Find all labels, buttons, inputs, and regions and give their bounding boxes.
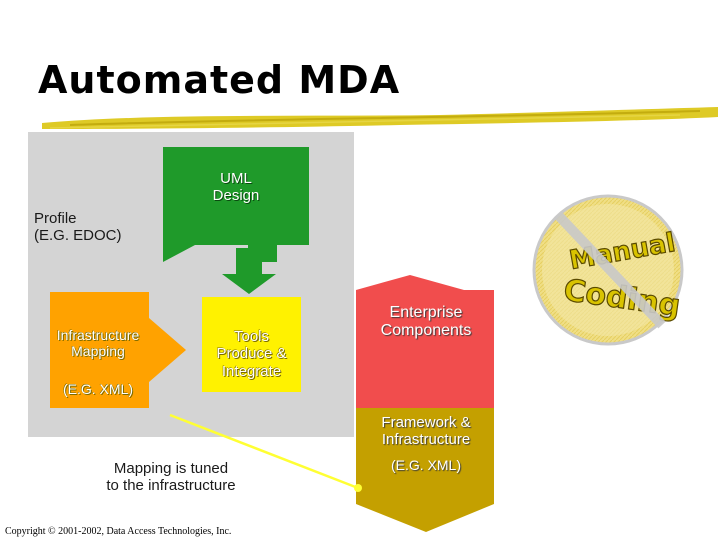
- enterprise-components-label: Enterprise Components: [380, 304, 472, 340]
- infrastructure-mapping-arrow: [50, 292, 186, 408]
- tools-label: Tools Produce & Integrate: [216, 328, 287, 380]
- enterprise-components-arrow: [356, 275, 494, 410]
- profile-label: Profile (E.G. EDOC): [34, 210, 122, 245]
- framework-label: Framework & Infrastructure: [381, 414, 471, 449]
- uml-down-arrow: [222, 248, 276, 294]
- tools-block: [202, 297, 301, 392]
- mapping-callout-dot: [354, 484, 362, 492]
- mapping-callout-line: [169, 413, 359, 490]
- infrastructure-mapping-example: (E.G. XML): [62, 381, 133, 397]
- slide-title: Automated MDA: [38, 58, 401, 102]
- uml-design-shape: [163, 147, 309, 262]
- uml-design-label: UML Design: [212, 170, 260, 205]
- framework-chevron: [356, 408, 494, 532]
- copyright-notice: Copyright © 2001-2002, Data Access Techn…: [5, 526, 232, 537]
- infrastructure-mapping-label: Infrastructure Mapping: [56, 327, 140, 360]
- no-manual-coding-sign: Manual Coding: [532, 194, 684, 346]
- framework-example: (E.G. XML): [390, 457, 461, 473]
- title-underline-brush: [42, 107, 718, 129]
- mapping-note: Mapping is tuned to the infrastructure: [106, 460, 236, 495]
